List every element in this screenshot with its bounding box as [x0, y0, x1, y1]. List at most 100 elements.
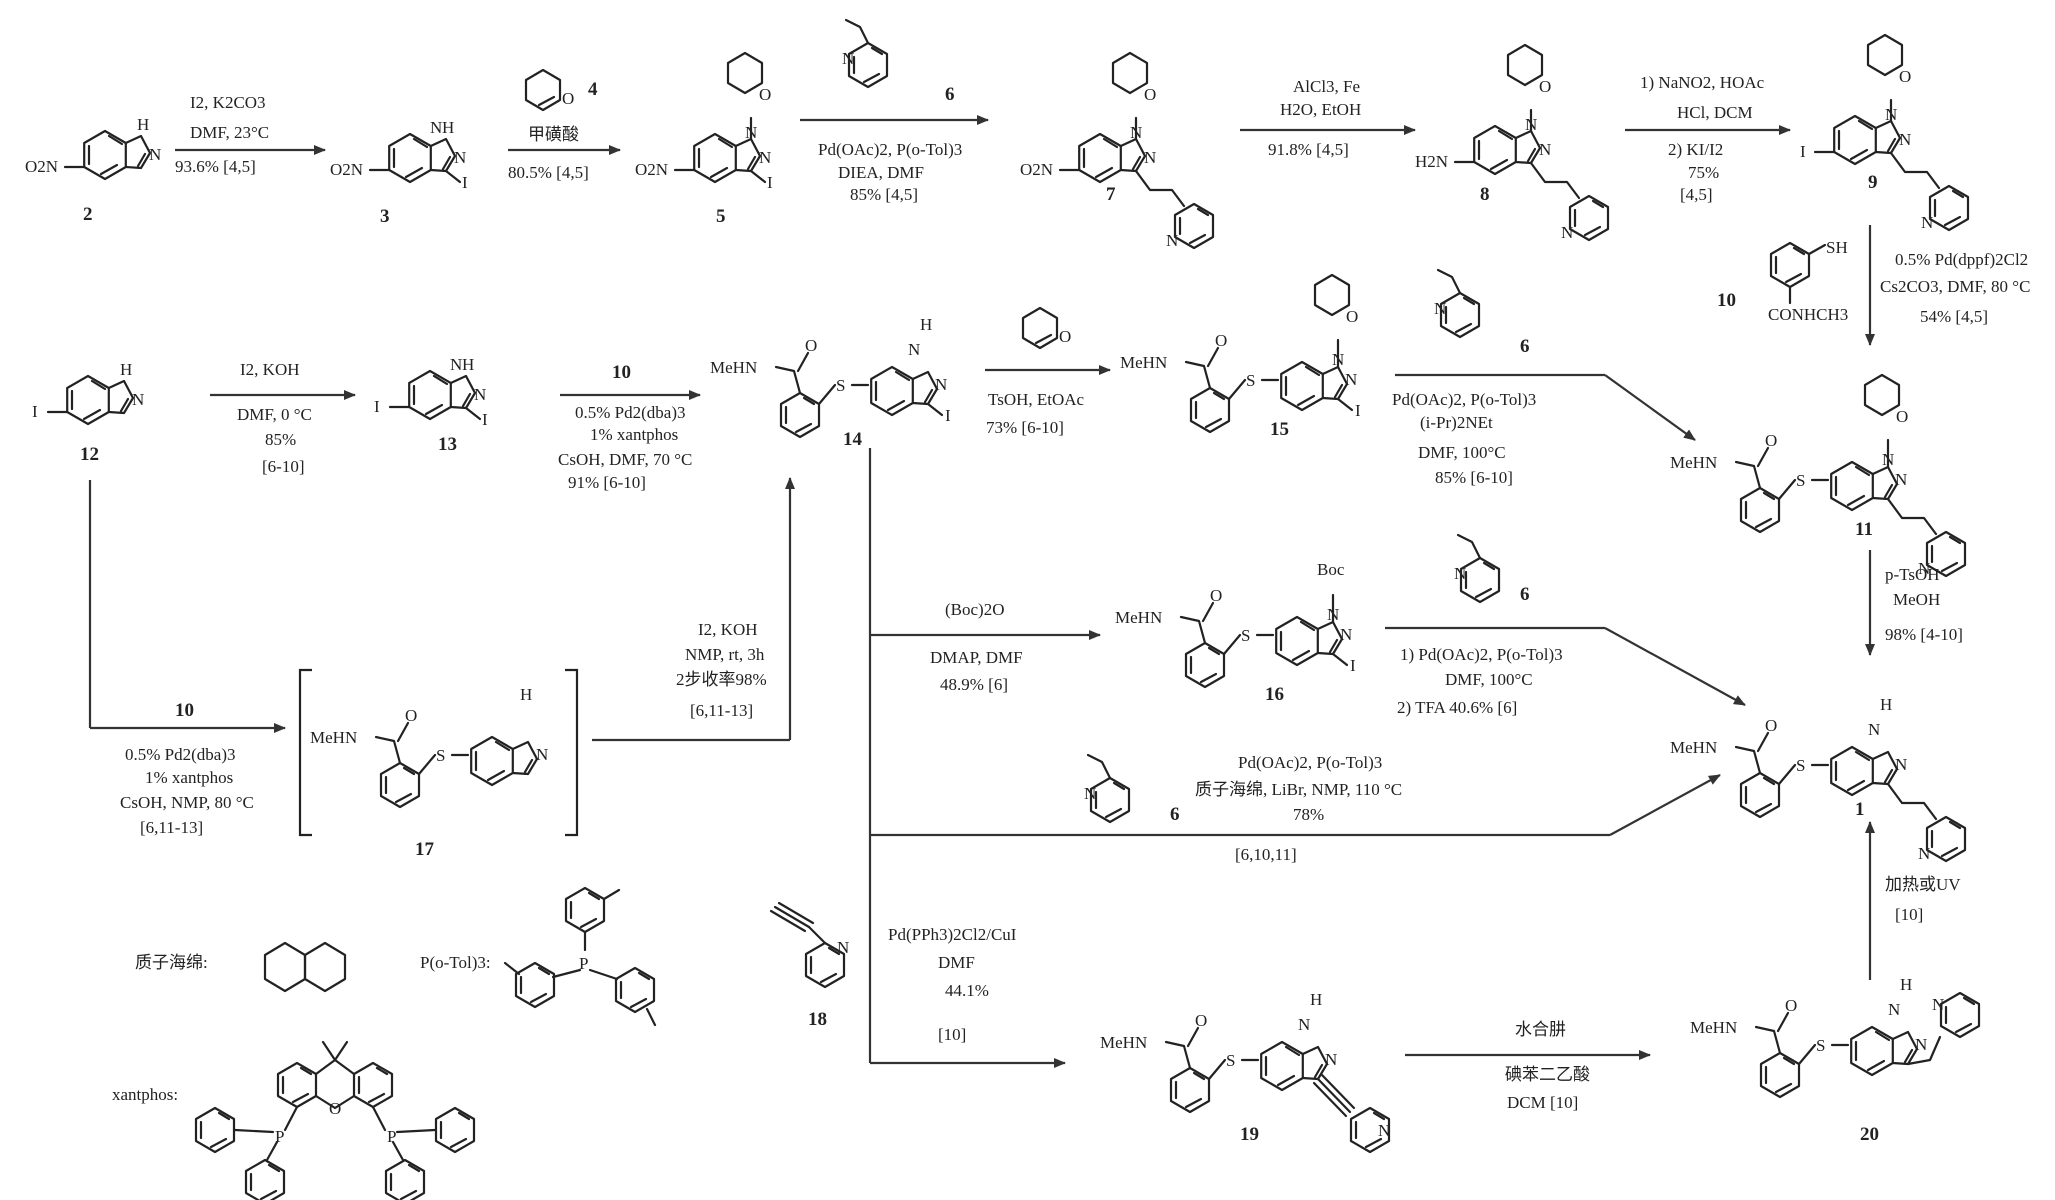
atom: P [579, 954, 588, 973]
compound-17: MeHN O S H N [310, 685, 548, 809]
atom: MeHN [710, 358, 757, 377]
atom: N [536, 745, 548, 764]
condition-text: 0.5% Pd(dppf)2Cl2 [1895, 250, 2028, 269]
atom: I [1355, 401, 1361, 420]
condition-text: 质子海绵, LiBr, NMP, 110 °C [1195, 780, 1402, 799]
condition-text: AlCl3, Fe [1293, 77, 1360, 96]
atom: S [1241, 626, 1250, 645]
condition-text: 98% [4-10] [1885, 625, 1963, 644]
atom: N [1885, 105, 1897, 124]
atom: N [1454, 564, 1466, 583]
condition-text: p-TsOH [1885, 565, 1940, 584]
atom: O [1896, 407, 1908, 426]
atom: O [1144, 85, 1156, 104]
condition-text: [10] [938, 1025, 966, 1044]
condition-text: 85% [6-10] [1435, 468, 1513, 487]
compound-12: I H N [32, 360, 144, 426]
condition-text: 6 [1520, 336, 1530, 357]
thiosalicylamide-10: SH CONHCH3 [1768, 238, 1848, 324]
vinylpyridine-6-c: N [1454, 533, 1501, 604]
condition-text: [6,11-13] [690, 701, 753, 720]
compound-label: 8 [1480, 184, 1490, 205]
atom: N [1895, 755, 1907, 774]
atom: N [1882, 450, 1894, 469]
condition-text: 44.1% [945, 981, 989, 1000]
atom: N [837, 938, 849, 957]
compound-label: 9 [1868, 172, 1878, 193]
condition-text: 水合肼 [1515, 1020, 1566, 1039]
atom: N [1899, 130, 1911, 149]
condition-text: 甲磺酸 [528, 125, 579, 144]
atom: N [908, 340, 920, 359]
condition-text: 10 [612, 362, 631, 383]
atom: O [1210, 586, 1222, 605]
compound-label: 14 [843, 429, 863, 450]
atom: Boc [1317, 560, 1345, 579]
atom: N [1327, 605, 1339, 624]
xantphos-structure: O P P [194, 1040, 476, 1200]
condition-text: 75% [1688, 163, 1719, 182]
atom: I [1350, 656, 1356, 675]
compound-label: 16 [1265, 684, 1284, 705]
atom: I [32, 402, 38, 421]
atom: I [374, 397, 380, 416]
compound-label: 5 [716, 206, 726, 227]
compound-13: I H N N I [374, 355, 488, 429]
atom: O [1539, 77, 1551, 96]
atom: I [1800, 142, 1806, 161]
condition-text: Pd(OAc)2, P(o-Tol)3 [1238, 753, 1382, 772]
condition-text: 0.5% Pd2(dba)3 [575, 403, 685, 422]
atom: O [805, 336, 817, 355]
atom: N [430, 118, 442, 137]
compound-label: 7 [1106, 184, 1116, 205]
compound-label: 20 [1860, 1124, 1879, 1145]
condition-text: I2, KOH [240, 360, 300, 379]
condition-text: Pd(OAc)2, P(o-Tol)3 [818, 140, 962, 159]
condition-text: 2) KI/I2 [1668, 140, 1723, 159]
atom: S [1796, 471, 1805, 490]
atom: O [562, 89, 574, 108]
atom: O [1765, 716, 1777, 735]
condition-text: DMAP, DMF [930, 648, 1023, 667]
condition-text: 2步收率98% [676, 670, 767, 689]
atom: N [450, 355, 462, 374]
compound-label: 17 [415, 839, 435, 860]
legend-label-xantphos: xantphos: [112, 1085, 178, 1104]
compound-14: MeHN O S H N N I [710, 315, 951, 439]
atom: N [454, 148, 466, 167]
compound-9: I N N O N [1800, 33, 1970, 232]
condition-text: (Boc)2O [945, 600, 1004, 619]
atom: H [442, 118, 454, 137]
atom: N [1932, 995, 1944, 1014]
atom: N [1525, 115, 1537, 134]
atom: O [1346, 307, 1358, 326]
condition-text: DMF, 100°C [1418, 443, 1506, 462]
atom: N [1144, 148, 1156, 167]
condition-text: DMF, 100°C [1445, 670, 1533, 689]
atom: MeHN [1690, 1018, 1737, 1037]
condition-text: DMF, 23°C [190, 123, 269, 142]
atom: MeHN [310, 728, 357, 747]
atom: N [132, 390, 144, 409]
condition-text: 6 [1520, 584, 1530, 605]
condition-text: DMF [938, 953, 975, 972]
compound-label: 15 [1270, 419, 1289, 440]
atom: MeHN [1100, 1033, 1147, 1052]
condition-text: 2) TFA 40.6% [6] [1397, 698, 1517, 717]
compound-11: MeHN O S N N O N [1670, 373, 1967, 578]
compound-2: O2N H N [25, 115, 161, 181]
atom: N [1345, 370, 1357, 389]
compound-label: 3 [380, 206, 390, 227]
condition-text: Cs2CO3, DMF, 80 °C [1880, 277, 2030, 296]
dihydropyran-reagent: O [1021, 306, 1071, 350]
atom: N [474, 385, 486, 404]
condition-text: 碘苯二乙酸 [1505, 1065, 1590, 1084]
atom: H [920, 315, 932, 334]
condition-text: I2, K2CO3 [190, 93, 266, 112]
atom: S [1226, 1051, 1235, 1070]
atom: P [387, 1127, 396, 1146]
condition-text: [6,11-13] [140, 818, 203, 837]
compound-5: O2N N N O I [635, 51, 773, 192]
atom: N [1084, 784, 1096, 803]
